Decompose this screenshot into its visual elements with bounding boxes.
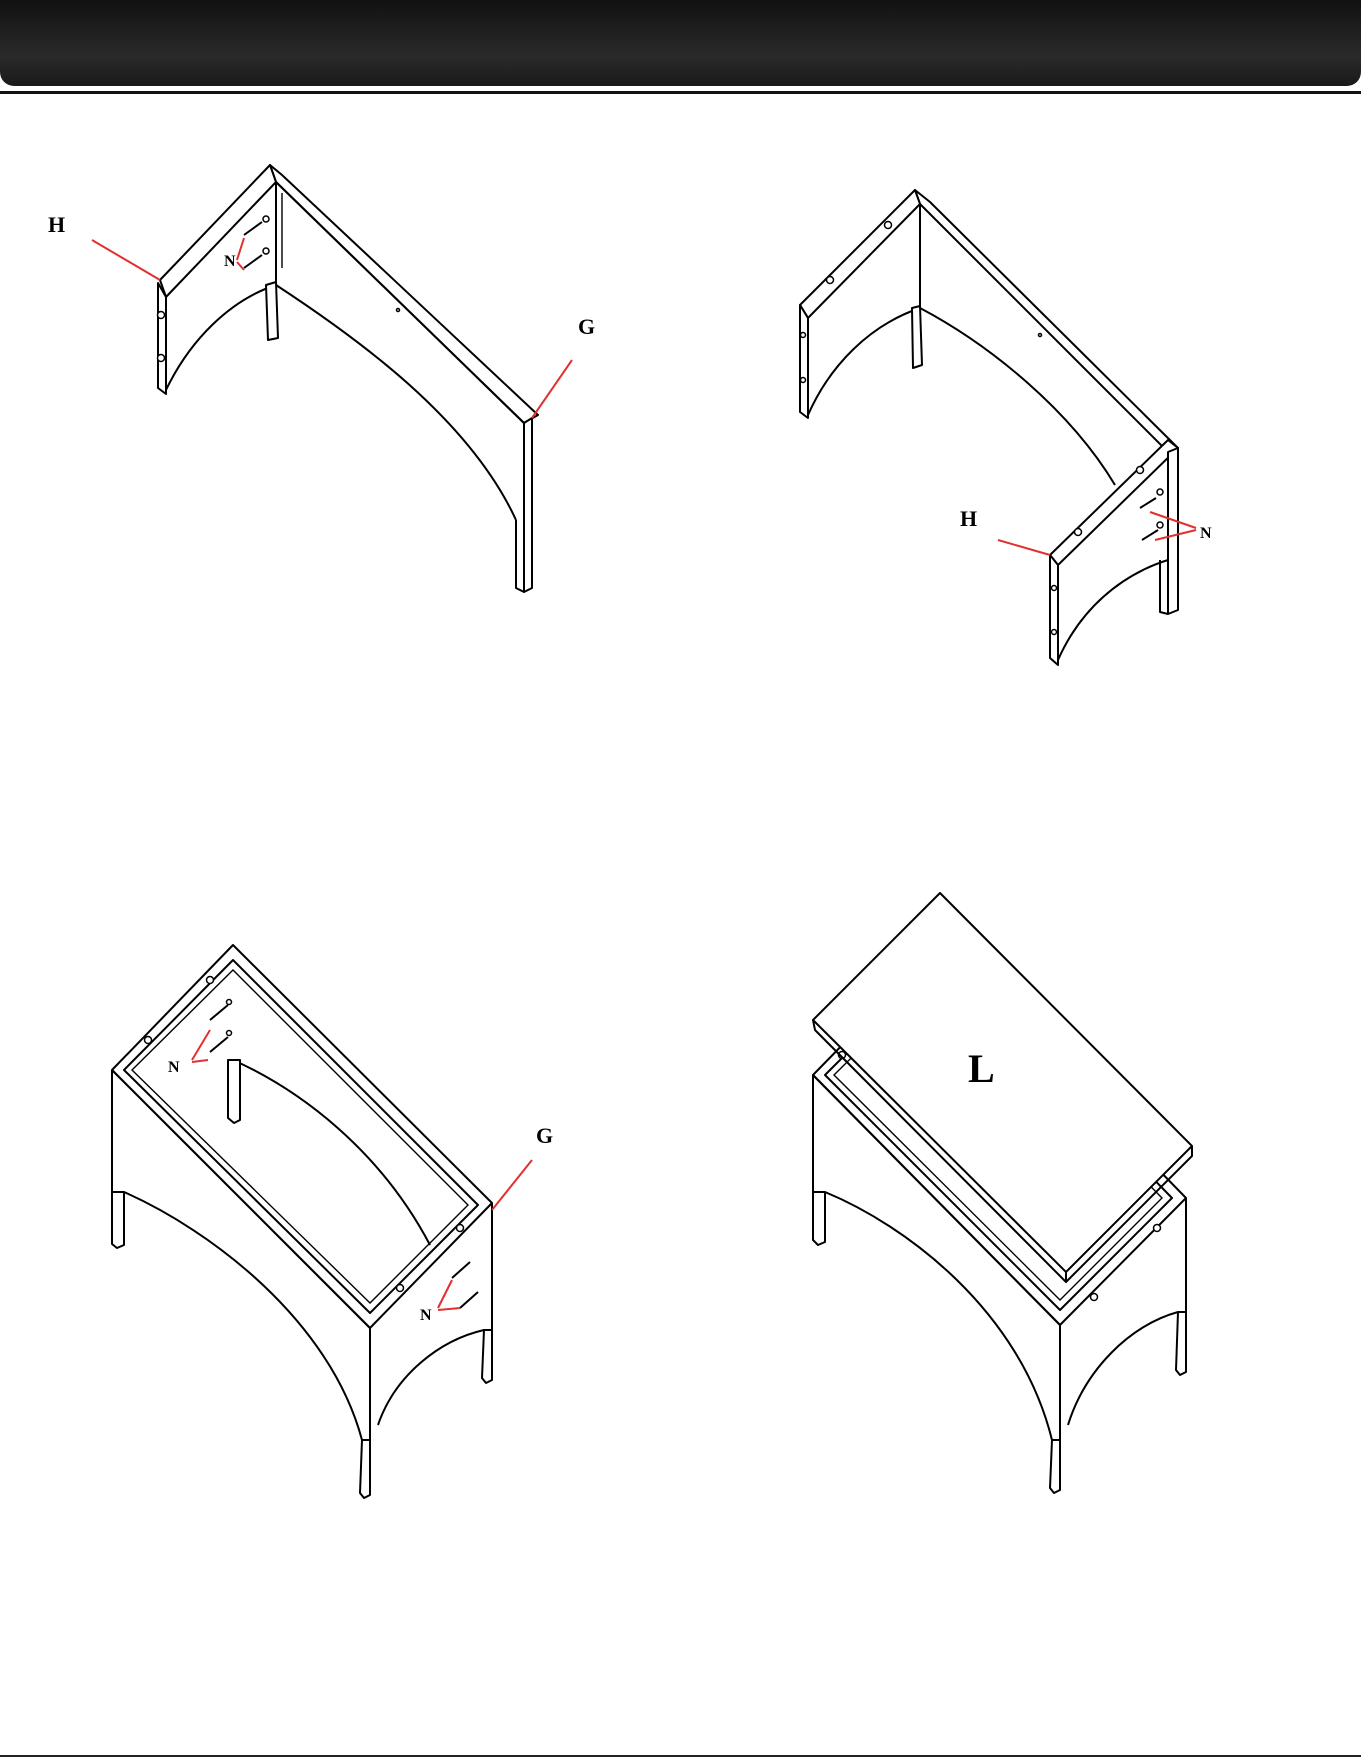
footer-rule bbox=[0, 1755, 1361, 1757]
label-l-step4: L bbox=[968, 1046, 995, 1091]
label-n-step1: N bbox=[224, 253, 236, 270]
bolt-icon bbox=[1140, 498, 1158, 540]
step-2-illustration bbox=[800, 190, 1196, 665]
bolt-icon bbox=[244, 222, 262, 268]
label-n-step3a: N bbox=[168, 1059, 180, 1076]
label-g-step3: G bbox=[536, 1123, 553, 1148]
label-g-step1: G bbox=[578, 314, 595, 339]
label-n-step3b: N bbox=[420, 1307, 432, 1324]
step-3-illustration bbox=[112, 945, 532, 1498]
step-4-illustration bbox=[813, 893, 1192, 1493]
label-h-step1: H bbox=[48, 212, 65, 237]
label-h-step2: H bbox=[960, 506, 977, 531]
label-n-step2: N bbox=[1200, 525, 1212, 542]
step-1-illustration bbox=[92, 165, 572, 592]
